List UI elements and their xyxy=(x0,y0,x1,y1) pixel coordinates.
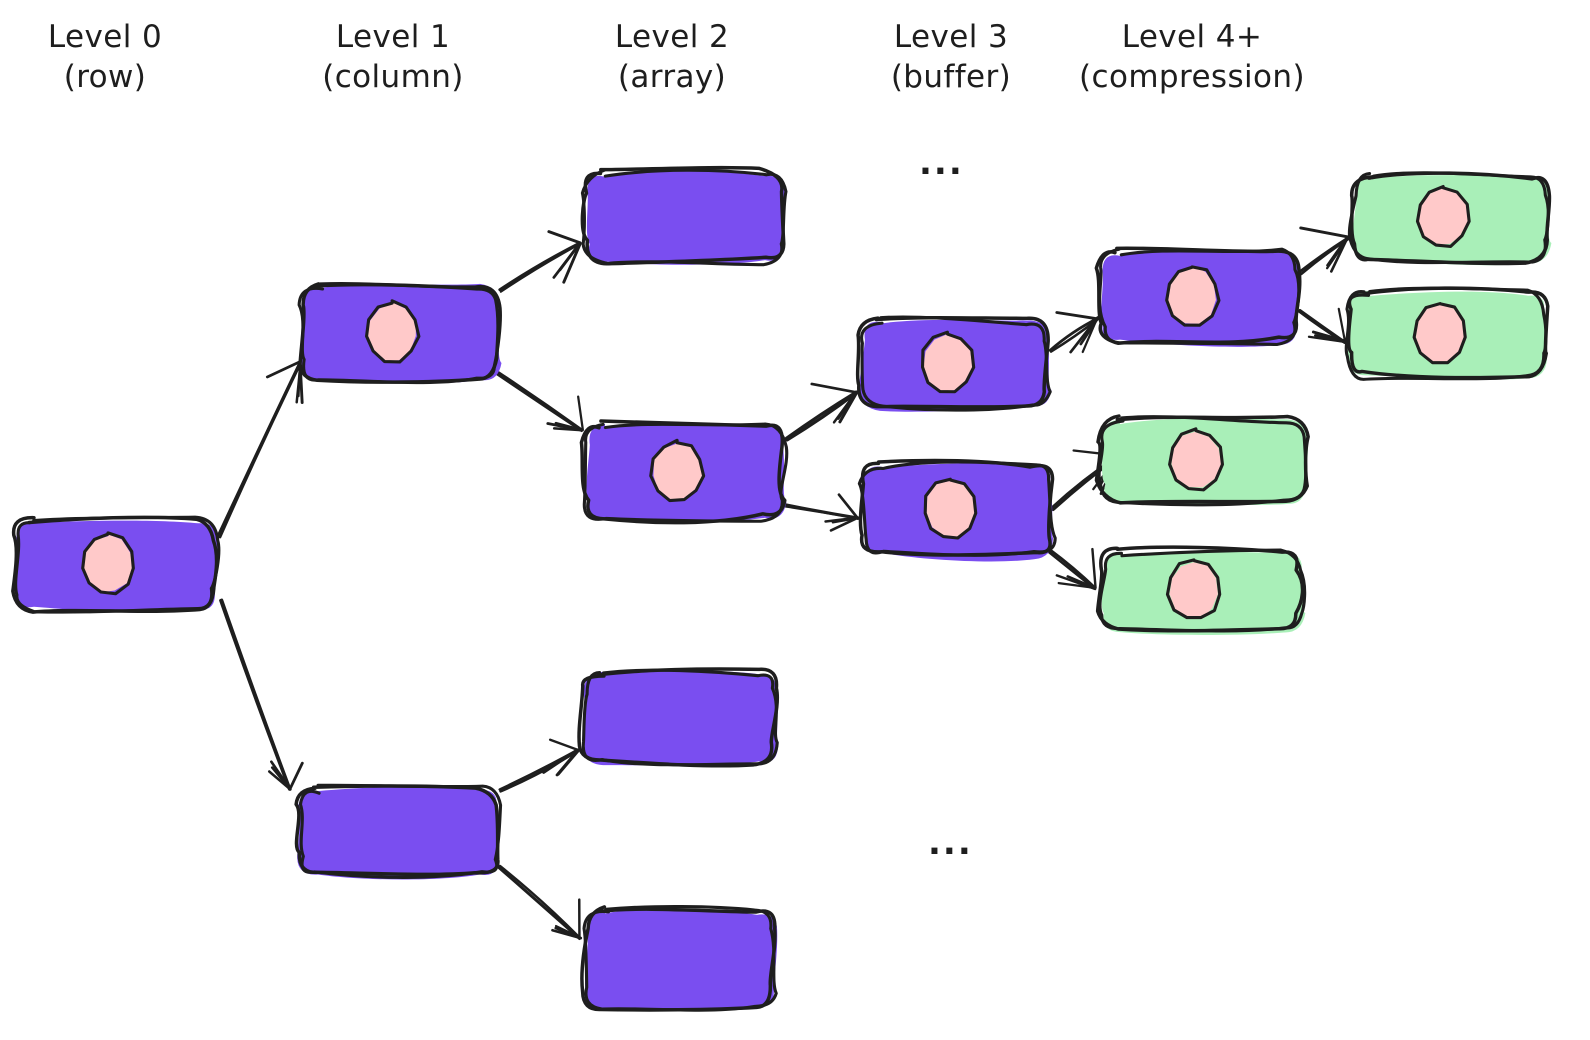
node-array[interactable] xyxy=(579,419,789,525)
node-badge-outline xyxy=(920,330,976,394)
node-outline xyxy=(1097,415,1308,507)
node-outline xyxy=(580,165,786,266)
node-array[interactable] xyxy=(580,165,788,267)
edge-arrow xyxy=(1048,311,1100,354)
node-badge-fill xyxy=(923,332,973,392)
node-badge-outline xyxy=(1165,558,1222,620)
edge-arrow xyxy=(498,230,582,293)
node-badge-outline xyxy=(1415,184,1471,248)
node-compression[interactable] xyxy=(1347,171,1552,266)
edge-arrow xyxy=(1047,547,1097,591)
node-badge-outline xyxy=(365,299,421,364)
node-outline xyxy=(297,281,502,385)
edge-arrow xyxy=(498,738,581,793)
node-badge-fill xyxy=(1419,186,1468,246)
column-header-level-1: Level 1(column) xyxy=(193,18,593,97)
column-header-level-3: Level 3(buffer) xyxy=(751,18,1151,97)
node-badge-outline xyxy=(81,531,135,596)
edge-arrow xyxy=(216,359,304,539)
node-outline xyxy=(582,905,778,1012)
node-fill xyxy=(583,671,779,766)
column-header-level-0: Level 0(row) xyxy=(0,18,305,97)
node-outline xyxy=(580,168,788,267)
edge-arrow xyxy=(219,598,304,791)
node-outline xyxy=(14,515,221,614)
node-badge-fill xyxy=(653,441,703,501)
node-badge-fill xyxy=(1415,302,1466,362)
node-column[interactable] xyxy=(294,783,503,880)
node-column[interactable] xyxy=(297,281,502,385)
edge-arrow xyxy=(784,382,859,442)
column-header-title: Level 2 xyxy=(614,19,730,55)
node-outline xyxy=(857,460,1057,557)
node-compression[interactable] xyxy=(1095,545,1307,635)
node-outline xyxy=(579,419,787,525)
node-badge-fill xyxy=(1171,431,1222,488)
node-array[interactable] xyxy=(577,667,780,768)
ellipsis-top: ... xyxy=(919,143,964,183)
node-badge-outline xyxy=(923,477,978,540)
column-header-level-4: Level 4+(compression) xyxy=(992,18,1392,97)
column-header-title: Level 0 xyxy=(47,19,163,55)
node-badge-outline xyxy=(1165,265,1221,327)
column-header-title: Level 3 xyxy=(893,19,1009,55)
column-header-subtitle: (compression) xyxy=(1079,58,1305,95)
node-outline xyxy=(1098,247,1301,347)
node-compression[interactable] xyxy=(1094,246,1302,347)
node-badge-fill xyxy=(1168,265,1216,324)
node-array[interactable] xyxy=(580,905,778,1012)
column-header-level-2: Level 2(array) xyxy=(472,18,872,97)
node-badge-fill xyxy=(82,534,134,593)
column-header-title: Level 1 xyxy=(335,19,451,55)
node-fill xyxy=(585,908,778,1010)
node-fill xyxy=(297,786,500,880)
node-compression[interactable] xyxy=(1094,414,1310,507)
node-layer xyxy=(11,165,1552,1012)
node-outline xyxy=(1344,286,1548,381)
node-badge-outline xyxy=(1168,427,1224,492)
column-header-subtitle: (column) xyxy=(322,58,464,95)
column-header-subtitle: (array) xyxy=(617,58,727,95)
node-badge-outline xyxy=(1412,302,1467,365)
edge-layer xyxy=(216,226,1351,941)
node-badge-fill xyxy=(926,478,977,538)
node-badge-fill xyxy=(366,302,416,362)
node-outline xyxy=(581,668,779,767)
node-badge-outline xyxy=(649,438,706,503)
node-badge-fill xyxy=(1169,562,1218,620)
node-outline xyxy=(582,422,789,523)
edge-arrow xyxy=(1298,226,1351,276)
ellipsis-bottom: ... xyxy=(928,823,973,863)
column-header-subtitle: (row) xyxy=(63,58,147,95)
node-outline xyxy=(1347,171,1550,265)
edge-arrow xyxy=(1297,307,1348,344)
node-buffer[interactable] xyxy=(855,315,1052,412)
node-outline xyxy=(860,315,1052,412)
node-outline xyxy=(298,783,503,879)
node-fill xyxy=(586,170,786,265)
node-compression[interactable] xyxy=(1344,286,1550,381)
edge-arrow xyxy=(495,370,584,433)
column-header-subtitle: (buffer) xyxy=(890,58,1012,95)
column-header-title: Level 4+ xyxy=(1121,19,1263,55)
node-outline xyxy=(1098,548,1307,633)
edge-arrow xyxy=(784,493,860,532)
node-row[interactable] xyxy=(11,515,221,614)
edge-arrow xyxy=(497,864,583,941)
node-buffer[interactable] xyxy=(857,458,1057,562)
